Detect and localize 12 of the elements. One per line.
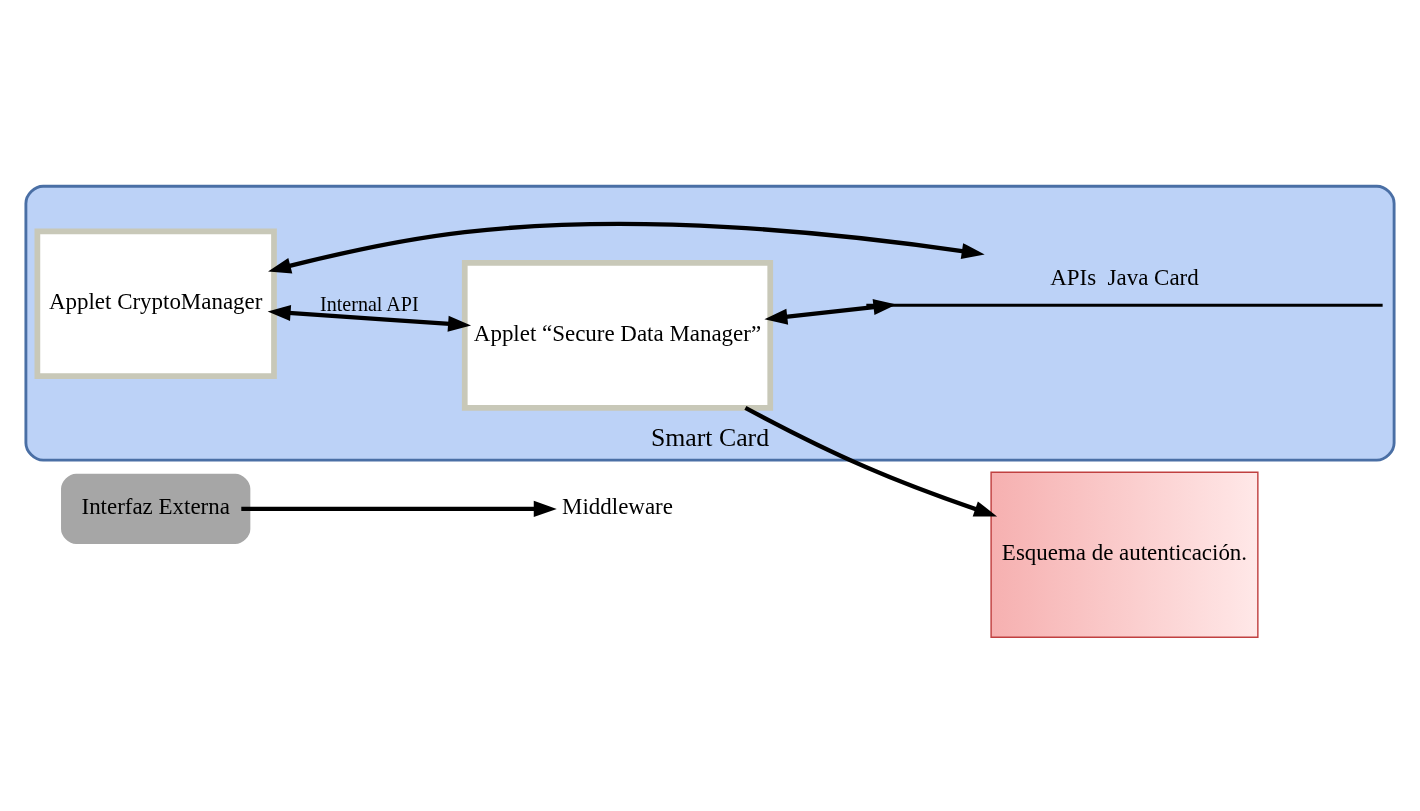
arrow [268, 221, 985, 274]
node-box: Applet CryptoManager [34, 228, 277, 379]
arrow [241, 500, 557, 517]
node-text: Interfaz Externa [81, 493, 230, 519]
node-box: Esquema de autenticación. [990, 471, 1259, 638]
node-text: APIs Java Card [1050, 264, 1199, 290]
arrow [267, 304, 472, 332]
arrow [744, 405, 998, 517]
node-text: Middleware [562, 493, 673, 519]
arrow [764, 298, 897, 325]
node-box: Applet “Secure Data Manager” [461, 259, 774, 411]
edge-label: Internal API [320, 292, 419, 315]
